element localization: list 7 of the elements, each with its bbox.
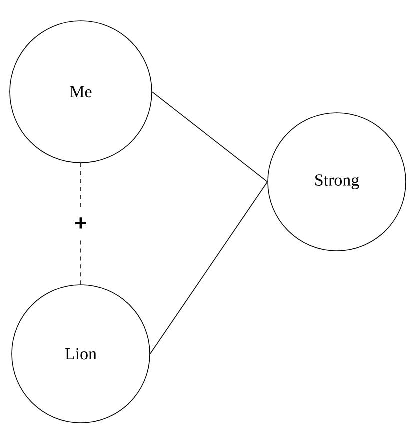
edge-label: + [76, 218, 86, 229]
circle-node: Lion [12, 284, 150, 424]
line [152, 92, 268, 182]
dashed-line [80, 163, 82, 285]
circle-node: Me [10, 20, 152, 164]
circle-node: Strong [268, 112, 406, 252]
line [150, 182, 268, 354]
